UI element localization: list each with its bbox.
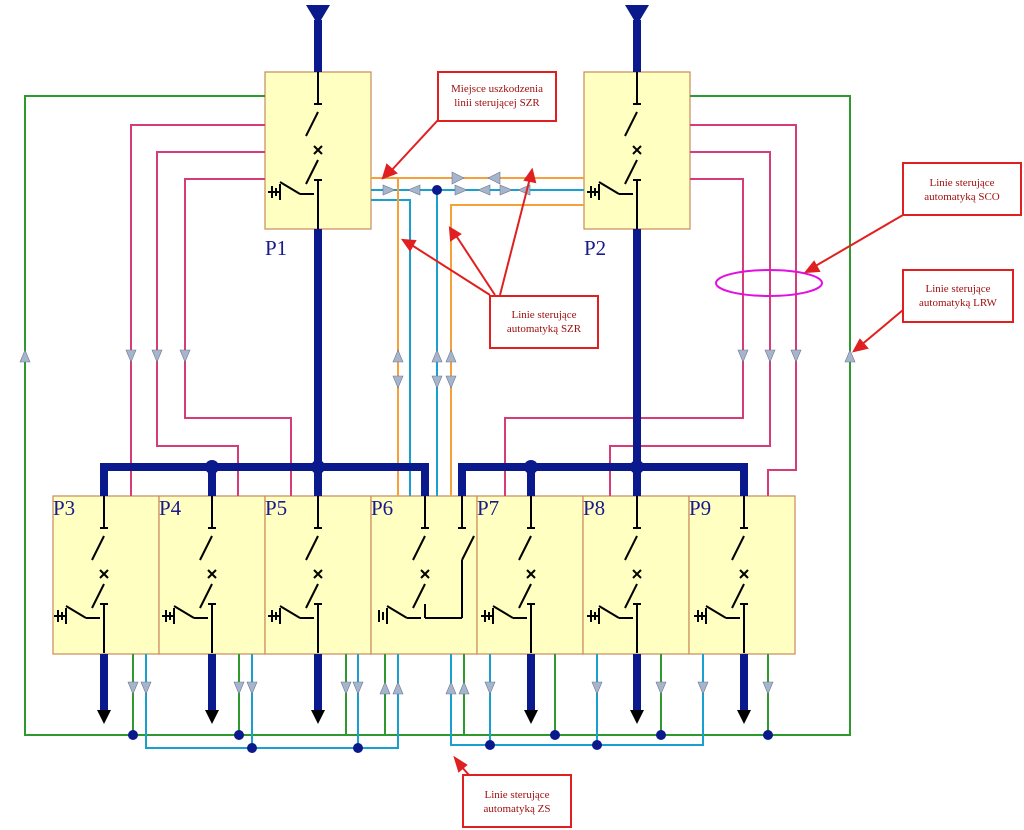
panel-label-p3: P3 — [53, 496, 75, 520]
switch-p7-icon — [481, 496, 536, 653]
panel-label-p1: P1 — [265, 236, 287, 260]
switch-p9-icon — [694, 496, 749, 653]
panel-label-p7: P7 — [477, 496, 499, 520]
busbars — [100, 20, 748, 712]
callout-sco-line2: automatyką SCO — [924, 191, 1000, 203]
bus-junctions — [128, 185, 773, 753]
callout-lrw-box — [902, 269, 1014, 323]
panel-boxes — [52, 71, 796, 655]
lrw-control-lines — [24, 95, 851, 736]
incoming-feeder-icons — [306, 5, 649, 25]
callout-damage-line1: Miejsce uszkodzenia — [451, 83, 543, 95]
callout-texts: Miejsce uszkodzenia linii sterującej SZR… — [451, 83, 1000, 815]
panel-label-p8: P8 — [583, 496, 605, 520]
panel-label-p2: P2 — [584, 236, 606, 260]
switch-p3-icon — [54, 496, 109, 653]
switch-p4-icon — [162, 496, 217, 653]
switch-p8-icon — [587, 496, 642, 653]
panel-label-p4: P4 — [159, 496, 182, 520]
callout-pointers — [381, 119, 904, 786]
callout-szr-box — [489, 295, 599, 349]
panel-label-p9: P9 — [689, 496, 711, 520]
callout-szr-line1: Linie sterujące — [511, 309, 576, 321]
sco-highlight-ellipse — [715, 269, 823, 297]
signal-direction-arrows — [19, 171, 856, 695]
callout-lrw-line1: Linie sterujące — [925, 283, 990, 295]
callout-damage-line2: linii sterującej SZR — [454, 97, 540, 109]
panel-labels: P1 P2 P3 P4 P5 P6 P7 P8 P9 — [53, 236, 711, 520]
panel-label-p6: P6 — [371, 496, 393, 520]
switch-p2-icon — [587, 72, 642, 229]
callout-szr-line2: automatyką SZR — [507, 323, 582, 335]
switch-p6-coupler-icon — [378, 496, 475, 624]
panel-label-p5: P5 — [265, 496, 287, 520]
callout-sco-box — [902, 162, 1022, 216]
incoming-feeder-p2-icon — [625, 5, 649, 25]
callout-boxes — [437, 71, 1022, 828]
callout-damage-box — [437, 71, 557, 122]
callout-lrw-line2: automatyką LRW — [919, 297, 998, 309]
incoming-feeder-p1-icon — [306, 5, 330, 25]
callout-zs-line1: Linie sterujące — [484, 789, 549, 801]
callout-zs-box — [462, 774, 572, 828]
sco-control-lines — [130, 124, 797, 496]
outgoing-feeder-arrows — [97, 710, 751, 724]
switch-p1-icon — [268, 72, 323, 229]
callout-zs-line2: automatyką ZS — [484, 803, 551, 815]
switch-symbols — [54, 72, 749, 653]
callout-sco-line1: Linie sterujące — [929, 177, 994, 189]
switch-p5-icon — [268, 496, 323, 653]
